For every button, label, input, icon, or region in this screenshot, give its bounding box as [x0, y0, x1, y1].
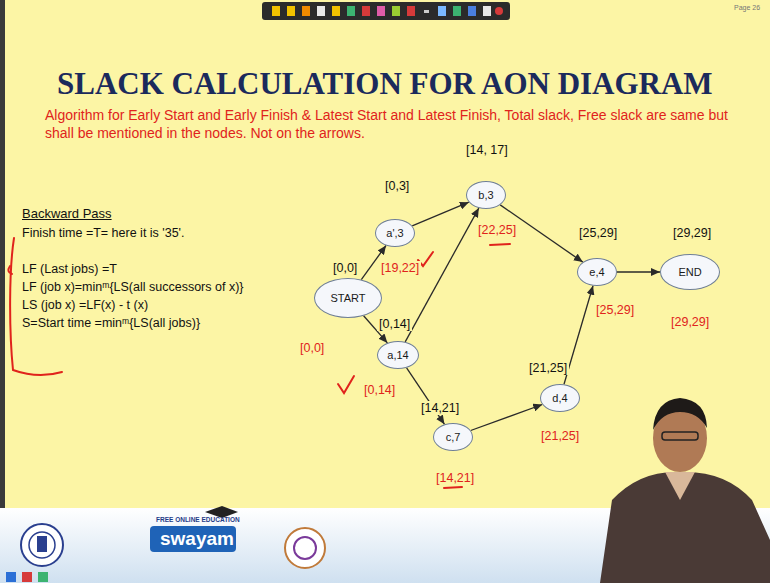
- algorithm-line: S=Start time =minᵐ{LS(all jobs)}: [22, 315, 200, 331]
- early-times: [25,29]: [577, 226, 619, 240]
- presenter: [600, 398, 770, 583]
- iit-logo: [21, 524, 63, 566]
- node-label: d,4: [552, 392, 567, 405]
- section-heading: Backward Pass: [22, 206, 112, 222]
- late-times: [14,21]: [434, 471, 476, 485]
- node-label: END: [678, 266, 701, 279]
- early-times: [29,29]: [671, 226, 713, 240]
- taskbar-icons: [6, 572, 48, 582]
- logo-wordmark: swayam: [160, 527, 234, 551]
- algorithm-line: LS (job x) =LF(x) - t (x): [22, 297, 148, 313]
- activity-node: [14, 17]b,3[22,25]: [466, 181, 506, 209]
- late-times: [19,22]: [379, 261, 421, 275]
- precedence-arrow: [471, 405, 543, 431]
- precedence-arrow: [405, 208, 479, 342]
- early-times: [0,3]: [383, 179, 411, 193]
- activity-node: [29,29]END[29,29]: [660, 254, 720, 290]
- early-times: [21,25]: [527, 361, 569, 375]
- partner-logo: [285, 528, 325, 568]
- page-number: Page 26: [734, 3, 760, 12]
- late-times: [29,29]: [669, 315, 711, 329]
- late-times: [0,14]: [362, 383, 397, 397]
- activity-node: [21,25]d,4[21,25]: [540, 384, 580, 412]
- activity-node: [0,3]a',3[19,22]: [375, 219, 415, 247]
- node-label: a,14: [387, 349, 408, 362]
- precedence-arrow: [617, 271, 660, 272]
- node-label: c,7: [446, 431, 461, 444]
- late-times: [21,25]: [539, 429, 581, 443]
- precedence-arrow: [412, 202, 469, 226]
- slide-title: SLACK CALCULATION FOR AON DIAGRAM: [57, 66, 713, 102]
- activity-node: [25,29]e,4[25,29]: [577, 258, 617, 286]
- node-label: e,4: [589, 266, 604, 279]
- node-label: START: [330, 292, 365, 305]
- logo-tagline: FREE ONLINE EDUCATION: [156, 516, 240, 524]
- toolbar-icons: [272, 6, 503, 16]
- toolbar: [262, 2, 510, 20]
- early-times: [0,0]: [331, 261, 359, 275]
- late-times: [25,29]: [594, 303, 636, 317]
- node-label: a',3: [386, 227, 403, 240]
- algorithm-line: Finish time =T= here it is '35'.: [22, 225, 184, 241]
- algorithm-line: LF (job x)=minᵐ{LS(all successors of x)}: [22, 279, 243, 295]
- early-times: [14, 17]: [464, 143, 510, 157]
- activity-node: [0,0]START[0,0]: [314, 278, 382, 318]
- red-annotations: [8, 238, 510, 488]
- early-times: [0,14]: [377, 317, 412, 331]
- late-times: [22,25]: [476, 223, 518, 237]
- late-times: [0,0]: [298, 341, 326, 355]
- activity-node: [0,14]a,14[0,14]: [377, 341, 419, 369]
- node-label: b,3: [478, 189, 493, 202]
- screen-edge: [0, 0, 5, 583]
- swayam-logo: [150, 506, 238, 552]
- early-times: [14,21]: [419, 401, 461, 415]
- algorithm-line: LF (Last jobs) =T: [22, 261, 117, 277]
- precedence-arrow: [407, 368, 445, 425]
- subtitle-note: Algorithm for Early Start and Early Fini…: [45, 106, 735, 142]
- activity-node: [14,21]c,7[14,21]: [433, 423, 473, 451]
